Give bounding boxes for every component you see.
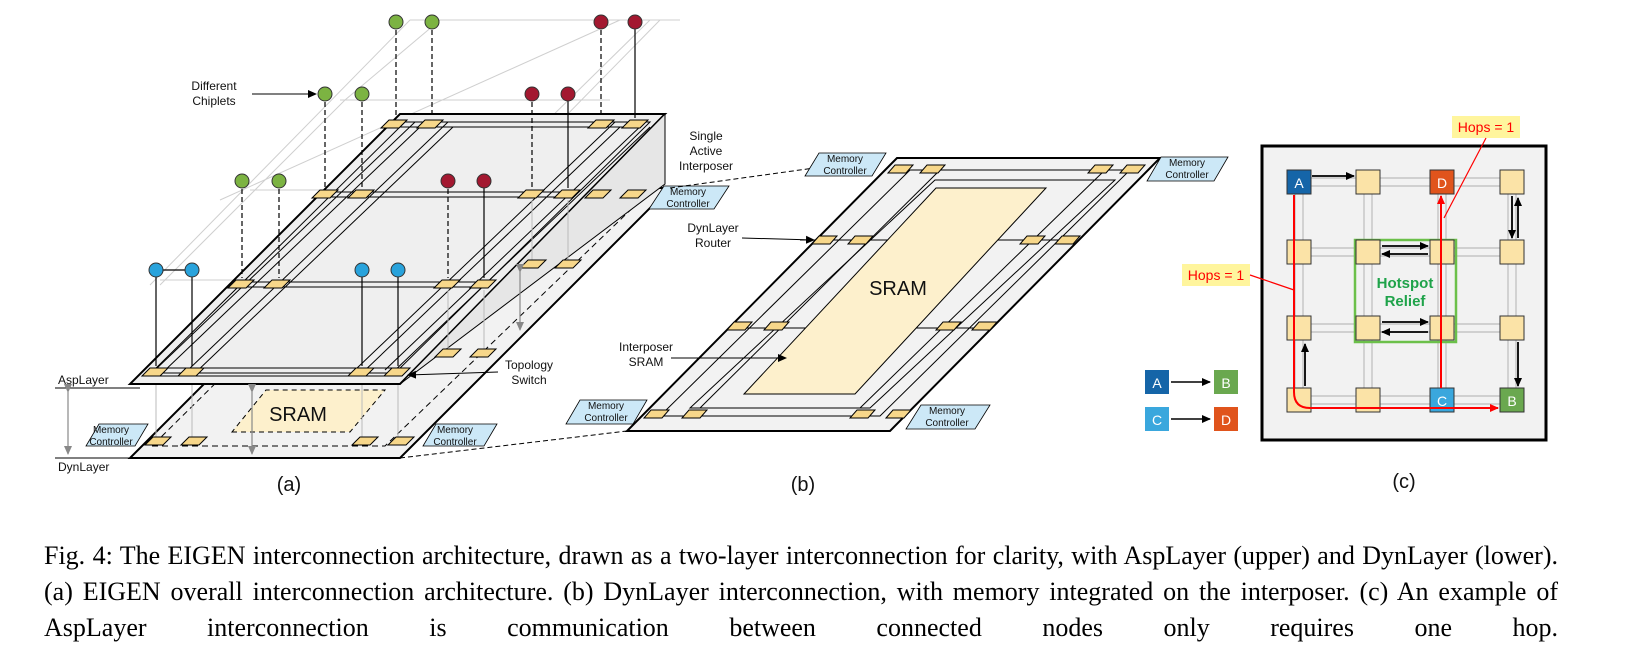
chiplets-blue <box>148 262 406 278</box>
asplayer-routers <box>140 119 650 377</box>
mc-b1-line1: Memory <box>827 154 863 165</box>
figure-caption: Fig. 4: The EIGEN interconnection archit… <box>44 541 1558 642</box>
subfig-b-label: (b) <box>791 474 815 496</box>
mc-b2-line2: Controller <box>1165 170 1209 181</box>
node-d <box>1429 169 1455 195</box>
sram-b-label: SRAM <box>869 278 927 300</box>
node-r1c2 <box>1355 169 1381 195</box>
memory-controllers-a <box>85 185 730 447</box>
mc-b4-line2: Controller <box>925 418 969 429</box>
memory-controllers-b <box>565 152 1229 430</box>
arrow-dynlayer-router <box>741 235 815 244</box>
panel-c-black-arrows <box>1301 172 1522 387</box>
hop-path-ab <box>1293 195 1499 412</box>
mc-b1-line2: Controller <box>823 166 867 177</box>
node-r3c1 <box>1286 315 1312 341</box>
hops-top-leader <box>1443 137 1487 219</box>
panel-c: A D C B Hotspot Relief Hops = 1 Hops = 1 <box>1182 116 1548 493</box>
node-r3c4 <box>1499 315 1525 341</box>
figure-canvas: Memory Controller Memory Controller Memo… <box>55 14 1548 496</box>
hops-top-bg <box>1452 116 1520 138</box>
dynlayer-label: DynLayer <box>58 460 109 474</box>
node-r2c4 <box>1499 239 1525 265</box>
asplayer-inner-ring <box>146 121 652 377</box>
hops-left-leader <box>1249 274 1295 291</box>
legend-b-text: B <box>1221 375 1230 391</box>
mc-a2-line2: Controller <box>433 437 477 448</box>
zoom-line-bottom <box>399 430 628 459</box>
sram-a-label: SRAM <box>269 404 327 426</box>
arrow-topology-switch <box>407 370 499 379</box>
node-b-label: B <box>1507 393 1516 409</box>
node-b <box>1499 387 1525 413</box>
legend-a-text: A <box>1152 375 1162 391</box>
hotspot-label-2: Relief <box>1385 293 1427 310</box>
node-r3c2 <box>1355 315 1381 341</box>
mc-b3-line1: Memory <box>588 401 624 412</box>
mc-b2-line1: Memory <box>1169 158 1205 169</box>
node-r1c4 <box>1499 169 1525 195</box>
hops-top-label: Hops = 1 <box>1458 119 1515 135</box>
dynlayer-b-routers <box>642 164 1147 419</box>
node-d-label: D <box>1437 175 1447 191</box>
interlayer-links <box>155 200 569 440</box>
mc-a3-line1: Memory <box>670 187 706 198</box>
node-r2c2 <box>1355 239 1381 265</box>
hotspot-box <box>1353 238 1458 344</box>
mc-b3-line2: Controller <box>584 413 628 424</box>
subfig-c-label: (c) <box>1392 471 1415 493</box>
hops-left-bg <box>1182 264 1250 286</box>
legend-c-text: C <box>1152 412 1162 428</box>
hotspot-label-1: Hotspot <box>1377 275 1434 292</box>
asplayer-label: AspLayer <box>58 373 109 387</box>
panel-b: SRAM Memory Controller Memory Controller… <box>565 152 1229 496</box>
node-r4c1 <box>1286 387 1312 413</box>
dynlayer-routers <box>143 189 648 446</box>
node-a-label: A <box>1294 175 1304 191</box>
legend-node-b <box>1214 370 1238 394</box>
panel-c-nodes <box>1286 169 1525 413</box>
chiplets-red <box>440 14 643 189</box>
interposer-sram-block <box>742 187 1048 395</box>
mc-b4-line1: Memory <box>929 406 965 417</box>
chiplets-green <box>234 14 440 189</box>
hops-left-label: Hops = 1 <box>1188 267 1245 283</box>
subfig-a-label: (a) <box>277 474 301 496</box>
node-c-label: C <box>1437 393 1447 409</box>
mc-a1-line2: Controller <box>89 437 133 448</box>
node-r2c1 <box>1286 239 1312 265</box>
node-a <box>1286 169 1312 195</box>
mc-a1-line1: Memory <box>93 425 129 436</box>
legend: A B C D <box>1145 370 1238 431</box>
legend-node-c <box>1145 407 1169 431</box>
mc-a3-line2: Controller <box>666 199 710 210</box>
legend-d-text: D <box>1221 412 1231 428</box>
legend-node-d <box>1214 407 1238 431</box>
mc-a2-line1: Memory <box>437 425 473 436</box>
legend-node-a <box>1145 370 1169 394</box>
